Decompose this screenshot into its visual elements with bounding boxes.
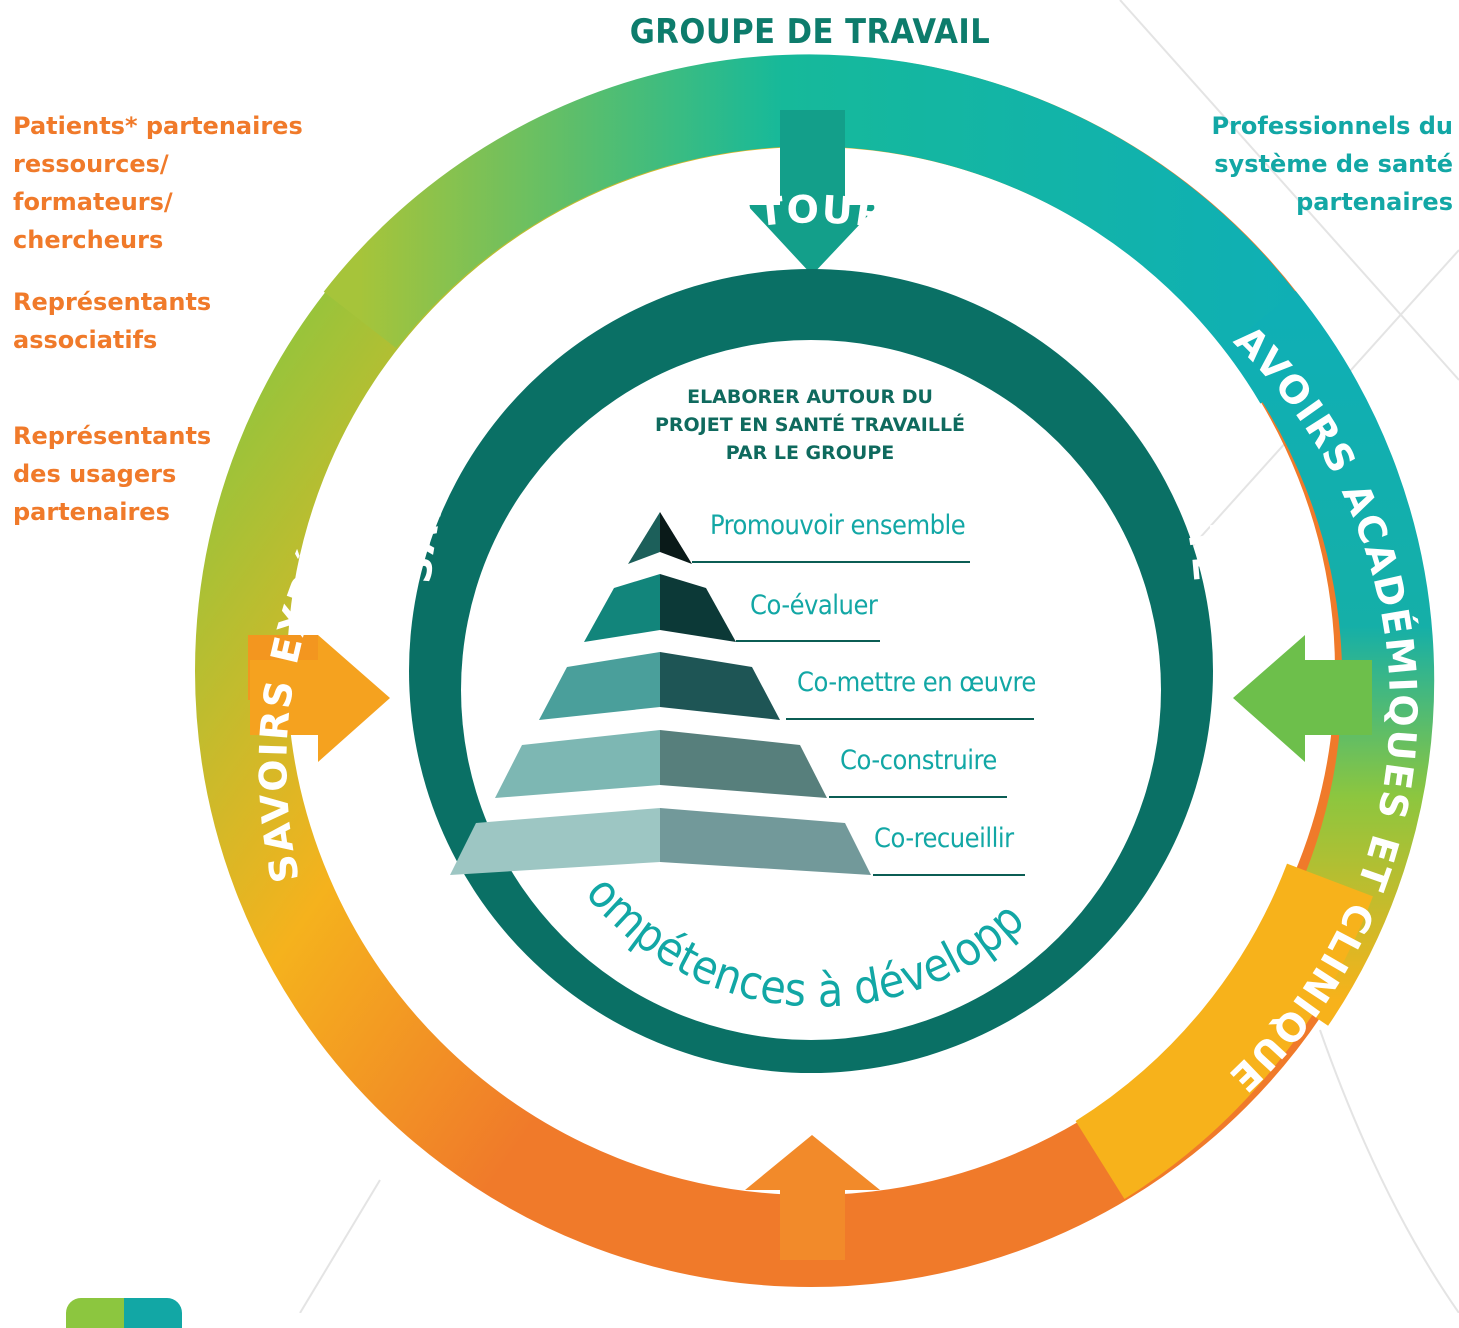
pyramid-level-2-right (660, 574, 736, 642)
arrow-top (747, 110, 878, 275)
label-usagers: Représentants des usagers partenaires (13, 422, 212, 526)
inner-disc (461, 340, 1161, 1040)
level-label-promouvoir: Promouvoir ensemble (710, 510, 966, 541)
pyramid-level-5-right (660, 808, 871, 875)
pyramid (450, 512, 871, 875)
level-line-4 (829, 796, 1007, 798)
background-lines (299, 0, 1459, 1313)
label-patients: Patients* partenaires ressources/ format… (13, 112, 303, 254)
level-label-corecueillir: Co-recueillir (874, 823, 1014, 854)
level-line-5 (873, 874, 1025, 876)
pyramid-level-4-right (660, 730, 827, 798)
pyramid-level-4-left (495, 730, 660, 798)
pyramid-level-2-left (584, 574, 660, 642)
arrow-bottom (745, 1135, 880, 1260)
level-line-1 (692, 561, 970, 563)
pyramid-level-1-right (660, 512, 692, 564)
pyramid-level-3-right (660, 652, 780, 720)
level-line-3 (786, 718, 1034, 720)
level-line-2 (736, 640, 880, 642)
arrow-right (1233, 635, 1372, 762)
pyramid-level-3-left (539, 652, 660, 720)
level-label-comettre: Co-mettre en œuvre (797, 667, 1036, 698)
arrow-left (248, 635, 390, 762)
label-professionnels: Professionnels du système de santé parte… (1211, 112, 1454, 216)
label-associatifs: Représentants associatifs (13, 288, 212, 354)
center-title: ELABORER AUTOUR DU PROJET EN SANTÉ TRAVA… (654, 386, 966, 464)
pyramid-level-1-left (628, 512, 660, 564)
pyramid-level-5-left (450, 808, 660, 875)
level-label-coconstruire: Co-construire (840, 745, 997, 776)
page-title: GROUPE DE TRAVAIL (629, 12, 991, 52)
level-label-coevaluer: Co-évaluer (750, 590, 878, 621)
logo-mark (66, 1298, 182, 1328)
